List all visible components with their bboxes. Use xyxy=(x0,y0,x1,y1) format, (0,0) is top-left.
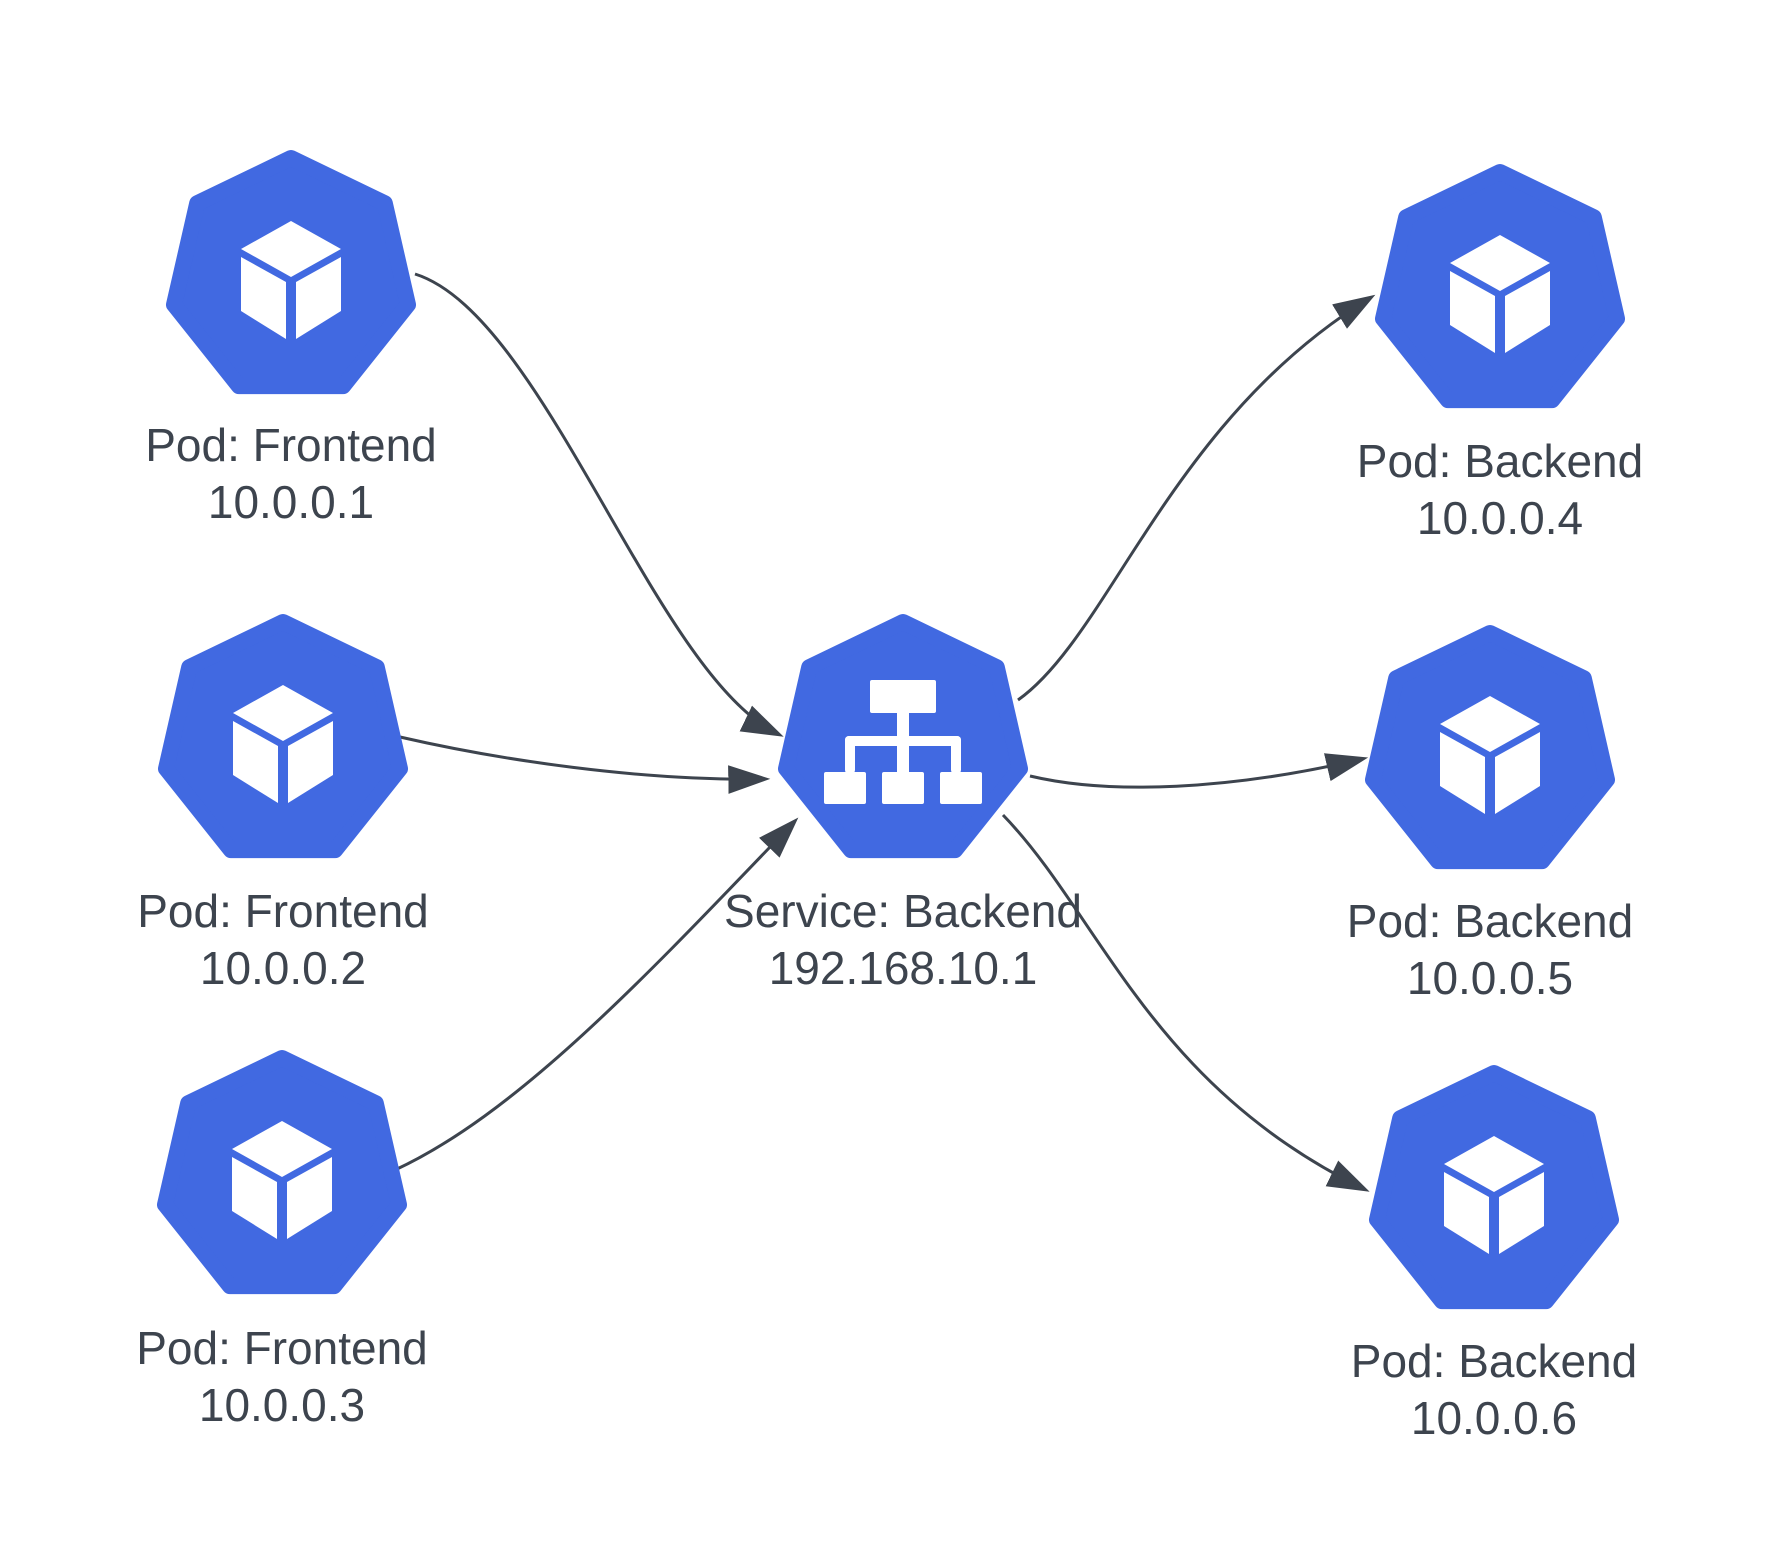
node-label-backend-2: Pod: Backend 10.0.0.5 xyxy=(1270,893,1710,1007)
node-label-backend-1: Pod: Backend 10.0.0.4 xyxy=(1280,433,1720,547)
node-pod-frontend-2 xyxy=(166,622,400,850)
kubernetes-pod-icon xyxy=(1377,1073,1611,1301)
node-label-frontend-2: Pod: Frontend 10.0.0.2 xyxy=(63,883,503,997)
node-ip: 10.0.0.6 xyxy=(1410,1392,1578,1444)
edge-service-to-backend-2-arrow xyxy=(1029,753,1369,789)
node-ip: 10.0.0.5 xyxy=(1406,952,1574,1004)
node-pod-backend-2 xyxy=(1373,633,1607,861)
node-pod-frontend-3 xyxy=(165,1058,399,1286)
edge-frontend-3-to-service-arrow xyxy=(394,817,799,1172)
node-ip: 10.0.0.2 xyxy=(199,942,367,994)
node-service-backend xyxy=(786,622,1020,850)
node-label-backend-3: Pod: Backend 10.0.0.6 xyxy=(1274,1333,1714,1447)
edge-frontend-2-to-service-arrow xyxy=(399,735,771,794)
node-ip: 192.168.10.1 xyxy=(768,942,1038,994)
node-title: Pod: Frontend xyxy=(136,1322,428,1374)
kubernetes-pod-icon xyxy=(166,622,400,850)
node-label-frontend-1: Pod: Frontend 10.0.0.1 xyxy=(71,417,511,531)
node-pod-backend-1 xyxy=(1383,172,1617,400)
node-title: Pod: Backend xyxy=(1356,435,1644,487)
edge-service-to-backend-3-arrow xyxy=(1001,813,1370,1192)
node-ip: 10.0.0.3 xyxy=(198,1379,366,1431)
node-ip: 10.0.0.1 xyxy=(207,476,375,528)
kubernetes-pod-icon xyxy=(1373,633,1607,861)
kubernetes-service-icon xyxy=(786,622,1020,850)
node-title: Pod: Frontend xyxy=(145,419,437,471)
node-title: Service: Backend xyxy=(724,885,1082,937)
node-title: Pod: Frontend xyxy=(137,885,429,937)
node-ip: 10.0.0.4 xyxy=(1416,492,1584,544)
node-title: Pod: Backend xyxy=(1346,895,1634,947)
kubernetes-pod-icon xyxy=(174,158,408,386)
node-title: Pod: Backend xyxy=(1350,1335,1638,1387)
node-pod-frontend-1 xyxy=(174,158,408,386)
node-label-service-backend: Service: Backend 192.168.10.1 xyxy=(683,883,1123,997)
node-label-frontend-3: Pod: Frontend 10.0.0.3 xyxy=(62,1320,502,1434)
edge-frontend-1-to-service-arrow xyxy=(414,272,784,737)
kubernetes-pod-icon xyxy=(1383,172,1617,400)
edge-service-to-backend-1-arrow xyxy=(1017,294,1376,702)
kubernetes-pod-icon xyxy=(165,1058,399,1286)
node-pod-backend-3 xyxy=(1377,1073,1611,1301)
